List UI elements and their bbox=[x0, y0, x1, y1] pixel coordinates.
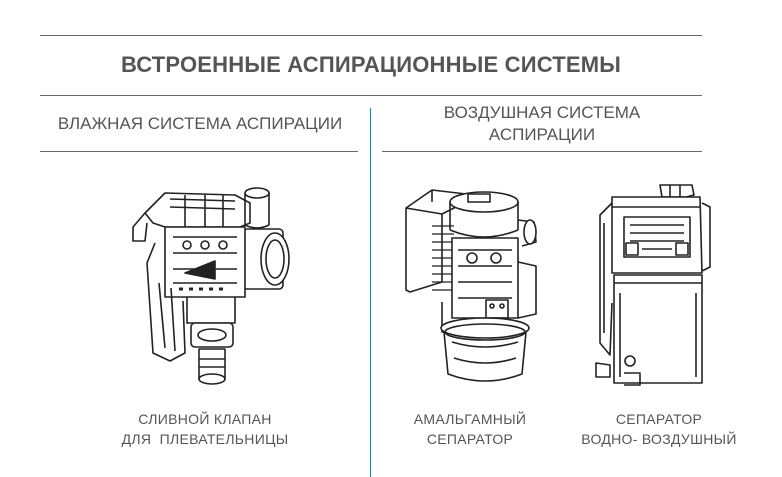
water-air-separator-illustration bbox=[590, 183, 715, 388]
drain-valve-caption: СЛИВНОЙ КЛАПАН ДЛЯ ПЛЕВАТЕЛЬНИЦЫ bbox=[90, 409, 320, 449]
page-title: ВСТРОЕННЫЕ АСПИРАЦИОННЫЕ СИСТЕМЫ bbox=[120, 52, 622, 77]
amalgam-separator-caption-line2: СЕПАРАТОР bbox=[426, 431, 514, 447]
drain-valve-caption-line2: ДЛЯ ПЛЕВАТЕЛЬНИЦЫ bbox=[121, 431, 289, 447]
water-air-separator-caption-line1: СЕПАРАТОР bbox=[615, 411, 703, 427]
water-air-separator-caption-line2: ВОДНО- ВОЗДУШНЫЙ bbox=[581, 431, 737, 447]
section-divider bbox=[370, 108, 371, 477]
amalgam-separator-illustration bbox=[402, 182, 542, 388]
amalgam-separator-caption-line1: АМАЛЬГАМНЫЙ bbox=[413, 411, 527, 427]
amalgam-separator-caption: АМАЛЬГАМНЫЙ СЕПАРАТОР bbox=[400, 409, 540, 449]
air-system-title-line1: ВОЗДУШНАЯ СИСТЕМА bbox=[443, 103, 641, 122]
wet-system-rule bbox=[40, 151, 358, 152]
air-system-title-line2: АСПИРАЦИИ bbox=[488, 125, 596, 144]
drain-valve-illustration bbox=[125, 183, 295, 388]
water-air-separator-caption: СЕПАРАТОР ВОДНО- ВОЗДУШНЫЙ bbox=[574, 409, 744, 449]
wet-system-title-text: ВЛАЖНАЯ СИСТЕМА АСПИРАЦИИ bbox=[57, 114, 343, 133]
air-system-title: ВОЗДУШНАЯ СИСТЕМА АСПИРАЦИИ bbox=[382, 102, 702, 146]
top-rule bbox=[40, 35, 702, 36]
air-system-rule bbox=[382, 151, 702, 152]
drain-valve-caption-line1: СЛИВНОЙ КЛАПАН bbox=[138, 411, 272, 427]
title-bottom-rule bbox=[40, 95, 702, 96]
wet-system-title: ВЛАЖНАЯ СИСТЕМА АСПИРАЦИИ bbox=[40, 113, 360, 135]
